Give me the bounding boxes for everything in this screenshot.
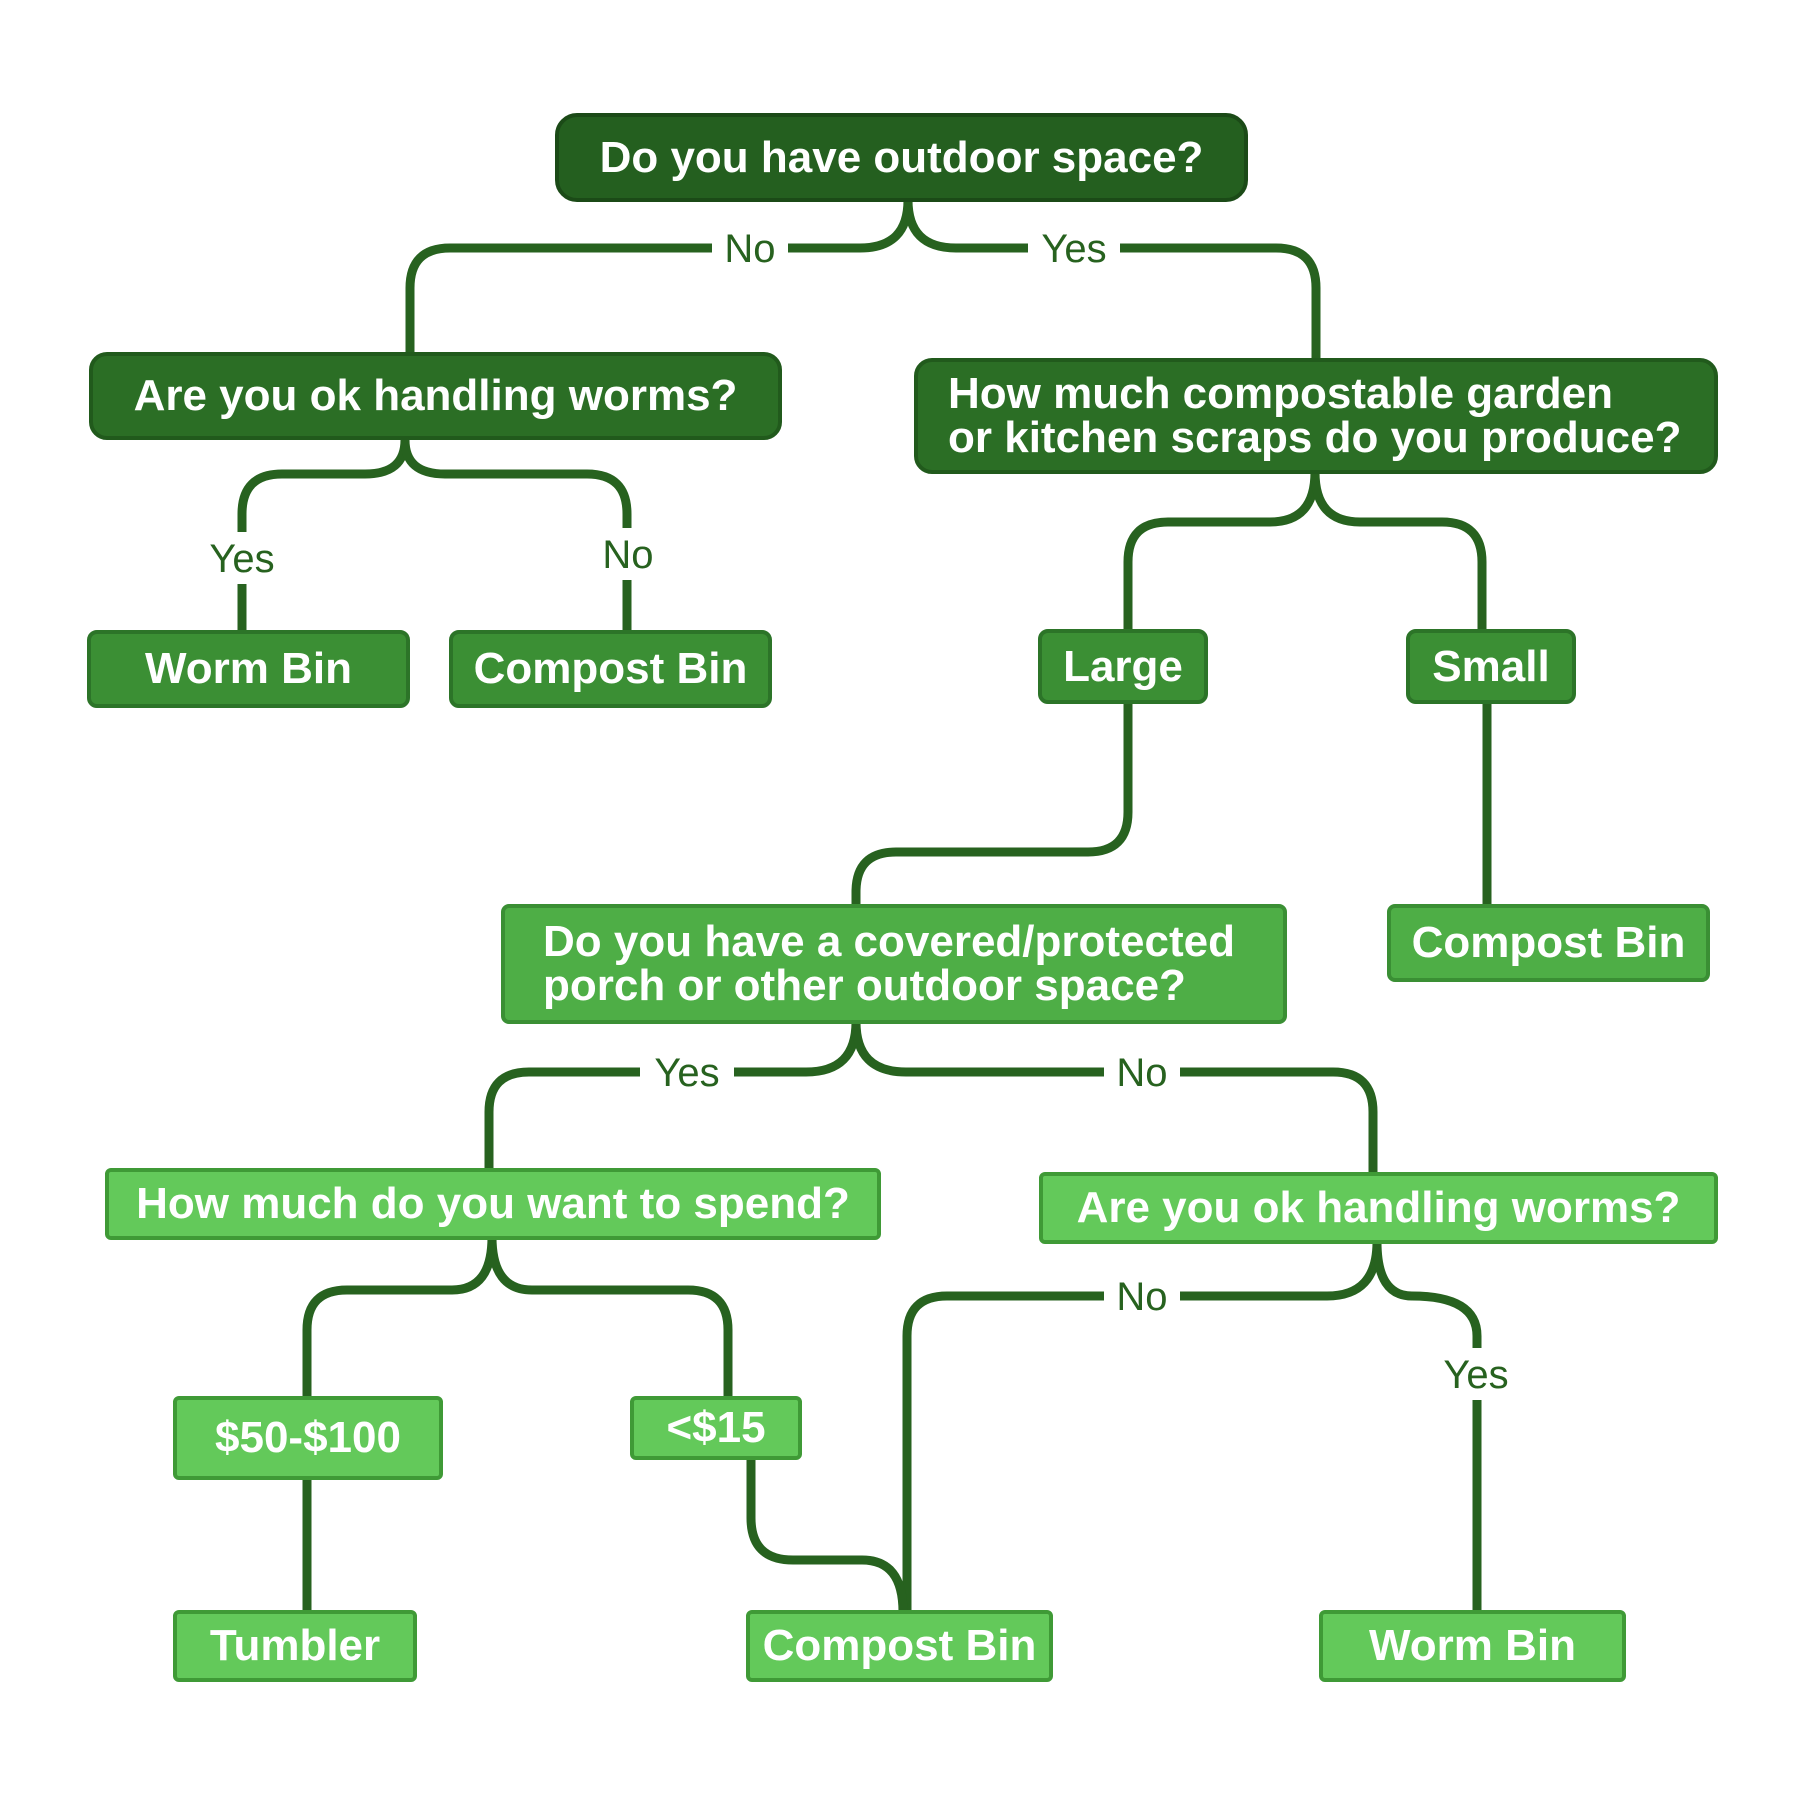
- worm-bin-result-2-text: Worm Bin: [1369, 1621, 1576, 1670]
- small-option-node: Small: [1406, 629, 1576, 704]
- edge-label-worms2-yes: Yes: [1443, 1353, 1508, 1397]
- compost-bin-low-text: Compost Bin: [762, 1621, 1037, 1670]
- spend-question-node: How much do you want to spend?: [105, 1168, 881, 1240]
- porch-question-line2: porch or other outdoor space?: [543, 961, 1186, 1010]
- connector-root-no: [405, 195, 913, 357]
- root-question-text: Do you have outdoor space?: [599, 132, 1204, 182]
- edge-label-root-no: No: [724, 227, 775, 271]
- tumbler-result-text: Tumbler: [209, 1621, 381, 1670]
- worm-bin-result-node: Worm Bin: [87, 630, 410, 708]
- root-question-node: Do you have outdoor space?: [555, 113, 1248, 202]
- worms-question-node-2: Are you ok handling worms?: [1039, 1172, 1718, 1244]
- edge-label-porch-yes: Yes: [654, 1051, 719, 1095]
- spend-question-text: How much do you want to spend?: [136, 1179, 850, 1228]
- spend-low-option-text: <$15: [666, 1403, 766, 1452]
- porch-question-node: Do you have a covered/protected porch or…: [501, 904, 1287, 1024]
- large-option-text: Large: [1063, 641, 1183, 691]
- compost-bin-result-text: Compost Bin: [473, 644, 748, 693]
- spend-low-option-node: <$15: [630, 1396, 802, 1460]
- compost-bin-result-node-no-space: Compost Bin: [449, 630, 772, 708]
- edge-label-worms1-yes: Yes: [209, 537, 274, 581]
- worms-question-node: Are you ok handling worms?: [89, 352, 782, 440]
- edge-label-worms2-no: No: [1116, 1275, 1167, 1319]
- scraps-question-node: How much compostable garden or kitchen s…: [914, 358, 1718, 474]
- compost-bin-result-node-small: Compost Bin: [1387, 904, 1710, 982]
- connector-worms1-no: [400, 435, 632, 637]
- connector-spend-low: [487, 1232, 733, 1403]
- worm-bin-result-node-2: Worm Bin: [1319, 1610, 1626, 1682]
- connector-large-porch: [851, 697, 1133, 911]
- connector-worms1-yes: [237, 435, 410, 637]
- connector-worms2-yes: [1372, 1237, 1482, 1617]
- scraps-question-line2: or kitchen scraps do you produce?: [948, 413, 1682, 462]
- large-option-node: Large: [1038, 629, 1208, 704]
- spend-high-option-node: $50-$100: [173, 1396, 443, 1480]
- connector-scraps-large: [1123, 467, 1320, 637]
- worm-bin-result-text: Worm Bin: [145, 644, 352, 693]
- edge-label-porch-no: No: [1116, 1051, 1167, 1095]
- edge-label-worms1-no: No: [602, 533, 653, 577]
- compost-bin-small-text: Compost Bin: [1411, 918, 1686, 967]
- edge-label-root-yes: Yes: [1041, 227, 1106, 271]
- connector-scraps-small: [1310, 467, 1487, 637]
- tumbler-result-node: Tumbler: [173, 1610, 417, 1682]
- small-option-text: Small: [1432, 641, 1550, 691]
- spend-high-option-text: $50-$100: [215, 1413, 401, 1462]
- worms-question-text: Are you ok handling worms?: [133, 371, 738, 420]
- compost-bin-result-node-low: Compost Bin: [746, 1610, 1053, 1682]
- porch-question-line1: Do you have a covered/protected: [543, 917, 1235, 966]
- connector-spend-high: [302, 1232, 497, 1403]
- connector-low-compost: [746, 1453, 908, 1617]
- scraps-question-line1: How much compostable garden: [948, 369, 1613, 418]
- worms-question-2-text: Are you ok handling worms?: [1076, 1183, 1681, 1232]
